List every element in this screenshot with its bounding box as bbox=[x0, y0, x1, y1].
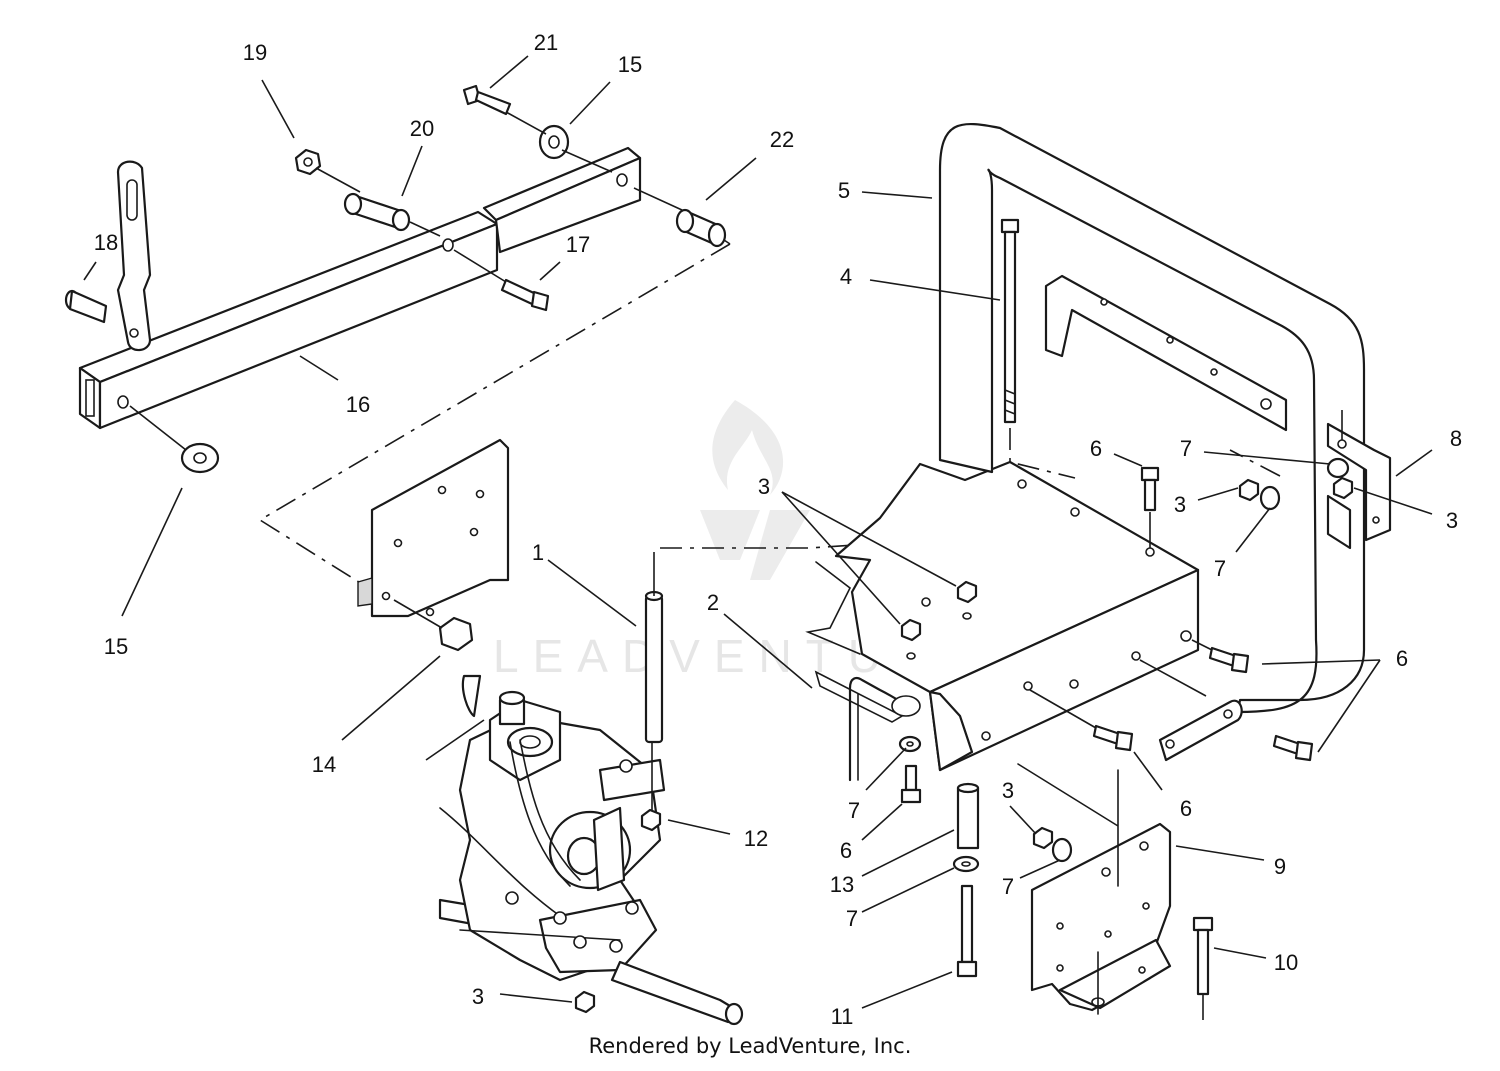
leader-lines bbox=[83, 55, 1433, 1009]
callout-11: 11 bbox=[831, 1004, 854, 1029]
callout-7-lower-left: 7 bbox=[846, 906, 858, 931]
part-20-spacer bbox=[343, 192, 411, 232]
callout-18: 18 bbox=[94, 230, 118, 255]
part-2-bent-rod bbox=[814, 670, 921, 782]
part-15-washer-upper bbox=[538, 124, 570, 160]
part-15-washer-lower bbox=[180, 442, 220, 474]
callout-5: 5 bbox=[838, 178, 850, 203]
part-7-washer-center bbox=[898, 735, 922, 753]
part-19-nut bbox=[294, 148, 322, 176]
part-9-bracket bbox=[1017, 763, 1172, 1015]
part-16-bar bbox=[78, 210, 499, 430]
callout-17: 17 bbox=[566, 232, 590, 257]
part-6-bolt-right-upper bbox=[1191, 639, 1250, 674]
part-frame-pan bbox=[805, 460, 1200, 772]
callout-4: 4 bbox=[840, 264, 852, 289]
transaxle-assembly bbox=[425, 674, 744, 1026]
callout-6-lower: 6 bbox=[1180, 796, 1192, 821]
callout-1: 1 bbox=[532, 540, 544, 565]
callout-8: 8 bbox=[1450, 426, 1462, 451]
part-4-bolt bbox=[1000, 218, 1020, 424]
callout-7-lower: 7 bbox=[1002, 874, 1014, 899]
part-18-clevis-pin bbox=[64, 289, 108, 324]
part-5-roll-bar bbox=[938, 122, 1366, 762]
callout-15-lower: 15 bbox=[104, 634, 128, 659]
part-14-nut bbox=[393, 599, 474, 652]
callout-2: 2 bbox=[707, 590, 719, 615]
callout-6-left: 6 bbox=[840, 838, 852, 863]
callout-21: 21 bbox=[534, 30, 558, 55]
part-13-spacer bbox=[952, 782, 980, 873]
assembly-lines-upper bbox=[129, 111, 731, 451]
callout-22: 22 bbox=[770, 127, 794, 152]
assembly-line-right bbox=[1139, 659, 1207, 697]
callout-15-upper: 15 bbox=[618, 52, 642, 77]
part-6-bolt-center bbox=[900, 764, 922, 804]
callout-7-upper-right: 7 bbox=[1214, 556, 1226, 581]
part-channel-bracket bbox=[1044, 274, 1288, 432]
callout-3-bottom: 3 bbox=[472, 984, 484, 1009]
part-bar-extension bbox=[482, 146, 642, 254]
leadventure-flame-logo bbox=[700, 400, 810, 580]
part-12-nut bbox=[640, 742, 662, 832]
callout-20: 20 bbox=[410, 116, 434, 141]
callout-10: 10 bbox=[1274, 950, 1298, 975]
callout-7-top: 7 bbox=[1180, 436, 1192, 461]
part-18-pedal-arm bbox=[116, 160, 152, 352]
part-3-nuts-center bbox=[900, 580, 978, 660]
part-6-bolt-right-lower bbox=[1272, 734, 1314, 762]
part-1-rod bbox=[644, 552, 664, 744]
callout-7-left: 7 bbox=[848, 798, 860, 823]
callout-3-center: 3 bbox=[758, 474, 770, 499]
callout-3-lower: 3 bbox=[1002, 778, 1014, 803]
part-21-bolt bbox=[462, 84, 512, 116]
part-3-nut-bottom bbox=[574, 990, 596, 1014]
part-14-plate bbox=[357, 438, 510, 618]
part-8-bracket bbox=[1326, 410, 1392, 550]
callout-13: 13 bbox=[830, 872, 854, 897]
callout-19: 19 bbox=[243, 40, 267, 65]
callout-12: 12 bbox=[744, 826, 768, 851]
callout-6-right: 6 bbox=[1396, 646, 1408, 671]
part-11-bolt bbox=[956, 884, 978, 978]
callout-3-right: 3 bbox=[1446, 508, 1458, 533]
callout-6-top: 6 bbox=[1090, 436, 1102, 461]
callout-3-upper-right: 3 bbox=[1174, 492, 1186, 517]
part-22-spacer bbox=[675, 208, 727, 248]
callout-9: 9 bbox=[1274, 854, 1286, 879]
callout-16: 16 bbox=[346, 392, 370, 417]
part-6-bolt-lower-center bbox=[1029, 689, 1134, 752]
part-10-bolt bbox=[1192, 916, 1214, 1020]
credit-text: Rendered by LeadVenture, Inc. bbox=[588, 1034, 912, 1058]
callout-14: 14 bbox=[312, 752, 336, 777]
hardware-upper-right bbox=[1140, 457, 1354, 548]
part-17-bolt bbox=[500, 278, 550, 312]
callout-labels: 19 20 21 15 22 18 17 16 15 14 1 2 12 3 5… bbox=[94, 30, 1462, 1029]
part-3-nut-lower bbox=[1032, 826, 1073, 863]
